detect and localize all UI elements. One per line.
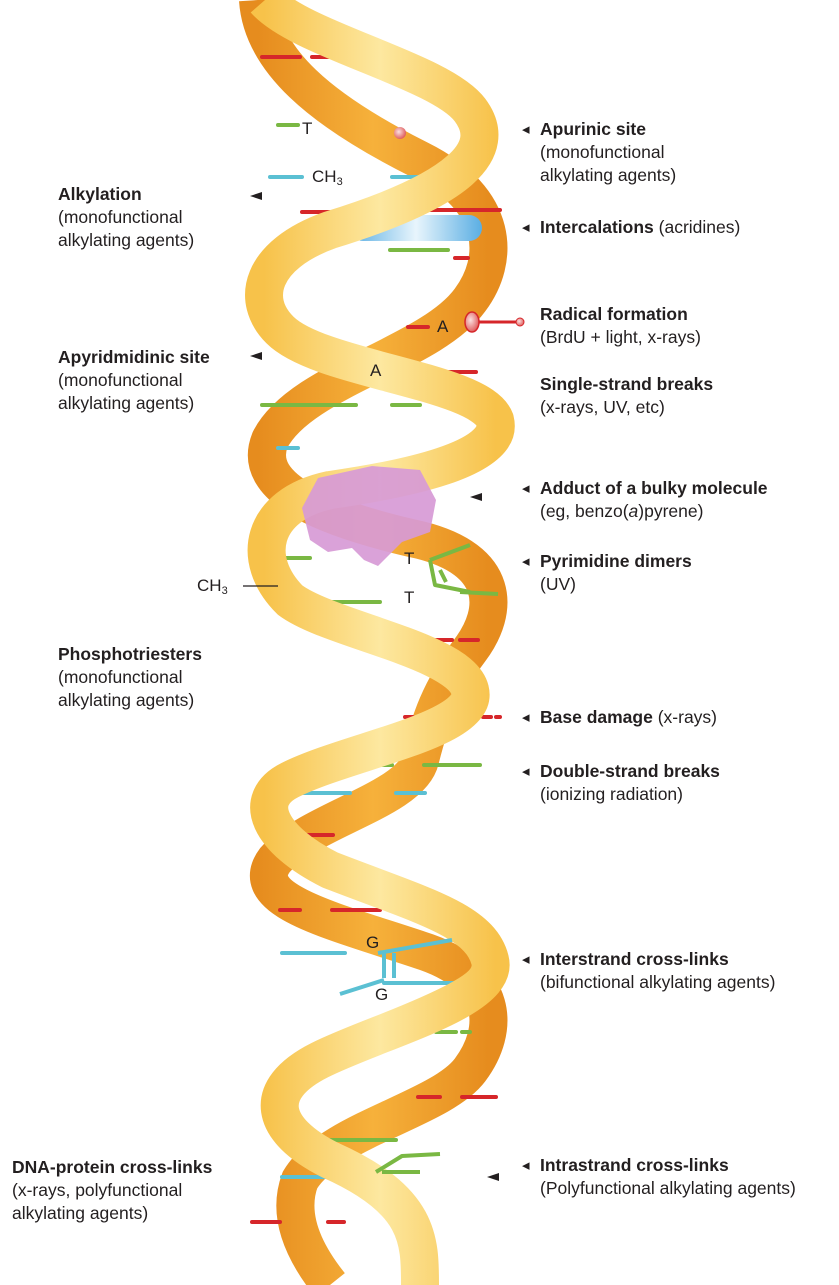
label-title: Alkylation [58, 183, 194, 206]
label-title: Phosphotriesters [58, 643, 202, 666]
label-alkylation: Alkylation (monofunctional alkylating ag… [58, 183, 194, 252]
label-title: Adduct of a bulky molecule [540, 477, 768, 500]
ch3-text: CH [312, 167, 337, 186]
label-sub: alkylating agents) [58, 229, 194, 252]
label-intercalations: Intercalations (acridines) [540, 216, 740, 239]
label-title: Intercalations [540, 217, 654, 237]
label-sub-italic: a [629, 501, 639, 521]
ch3-subscript: 3 [222, 585, 228, 597]
label-intrastrand-cross-links: Intrastrand cross-links (Polyfunctional … [540, 1154, 796, 1200]
label-sub: (eg, benzo(a)pyrene) [540, 500, 768, 523]
base-t-dimer-2: T [404, 588, 414, 608]
label-title: Base damage [540, 707, 653, 727]
label-double-strand-breaks: Double-strand breaks (ionizing radiation… [540, 760, 720, 806]
label-sub: (ionizing radiation) [540, 783, 720, 806]
ch3-subscript: 3 [337, 176, 343, 188]
label-sub: (BrdU + light, x-rays) [540, 326, 701, 349]
label-dna-protein-cross-links: DNA-protein cross-links (x-rays, polyfun… [12, 1156, 212, 1225]
label-sub: (bifunctional alkylating agents) [540, 971, 775, 994]
label-sub: alkylating agents) [58, 689, 202, 712]
base-g-upper: G [366, 933, 379, 953]
base-t-label: T [302, 119, 312, 139]
label-title: DNA-protein cross-links [12, 1156, 212, 1179]
base-a-lower: A [370, 361, 381, 381]
label-sub: (UV) [540, 573, 692, 596]
base-g-lower: G [375, 985, 388, 1005]
label-title: Double-strand breaks [540, 760, 720, 783]
label-sub: (Polyfunctional alkylating agents) [540, 1177, 796, 1200]
label-title: Radical formation [540, 303, 701, 326]
label-title: Pyrimidine dimers [540, 550, 692, 573]
base-t-dimer-1: T [404, 549, 414, 569]
radical-marker [465, 312, 524, 332]
label-sub: (acridines) [654, 217, 741, 237]
label-sub: (monofunctional [58, 666, 202, 689]
label-apyrimidinic-site: Apyridmidinic site (monofunctional alkyl… [58, 346, 210, 415]
label-sub: alkylating agents) [12, 1202, 212, 1225]
label-title: Intrastrand cross-links [540, 1154, 796, 1177]
label-sub: (monofunctional [58, 206, 194, 229]
label-sub: alkylating agents) [58, 392, 210, 415]
apurinic-marker [394, 127, 406, 139]
label-radical-formation: Radical formation (BrdU + light, x-rays) [540, 303, 701, 349]
label-sub: alkylating agents) [540, 164, 676, 187]
label-sub-part: (eg, benzo( [540, 501, 629, 521]
label-sub: (monofunctional [540, 141, 676, 164]
label-interstrand-cross-links: Interstrand cross-links (bifunctional al… [540, 948, 775, 994]
label-title: Interstrand cross-links [540, 948, 775, 971]
label-apurinic-site: Apurinic site (monofunctional alkylating… [540, 118, 676, 187]
label-phosphotriesters: Phosphotriesters (monofunctional alkylat… [58, 643, 202, 712]
label-sub: (monofunctional [58, 369, 210, 392]
base-a-upper: A [437, 317, 448, 337]
label-sub: (x-rays, polyfunctional [12, 1179, 212, 1202]
label-title: Apyridmidinic site [58, 346, 210, 369]
label-title: Single-strand breaks [540, 373, 713, 396]
label-base-damage: Base damage (x-rays) [540, 706, 717, 729]
ch3-label-top: CH3 [312, 167, 343, 188]
label-single-strand-breaks: Single-strand breaks (x-rays, UV, etc) [540, 373, 713, 419]
ch3-text: CH [197, 576, 222, 595]
label-title: Apurinic site [540, 118, 676, 141]
label-adduct-bulky-molecule: Adduct of a bulky molecule (eg, benzo(a)… [540, 477, 768, 523]
label-sub: (x-rays) [653, 707, 717, 727]
label-pyrimidine-dimers: Pyrimidine dimers (UV) [540, 550, 692, 596]
label-sub: (x-rays, UV, etc) [540, 396, 713, 419]
ch3-label-mid: CH3 [197, 576, 228, 597]
label-sub-part: )pyrene) [638, 501, 703, 521]
